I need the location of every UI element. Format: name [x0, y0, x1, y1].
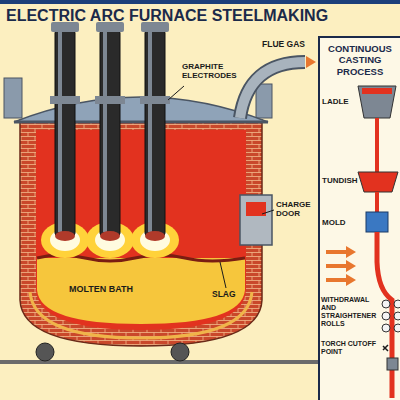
- callout-label: LADLE: [322, 97, 358, 106]
- callout-label: WITHDRAWAL AND STRAIGHTENER ROLLS: [321, 296, 381, 328]
- callout-label: SLAG: [212, 290, 252, 300]
- panel-heading: CONTINUOUS CASTING PROCESS: [323, 43, 397, 77]
- callout-label: MOLD: [322, 218, 362, 227]
- callout-label: GRAPHITE ELECTRODES: [182, 62, 244, 80]
- callout-label: CHARGE DOOR: [276, 200, 318, 218]
- callout-label: TORCH CUTOFF POINT: [321, 340, 379, 356]
- callout-label: MOLTEN BATH: [56, 284, 146, 294]
- diagram-title: ELECTRIC ARC FURNACE STEELMAKING: [6, 7, 328, 25]
- callout-label: FLUE GAS: [262, 40, 314, 50]
- callout-label: TUNDISH: [322, 176, 358, 185]
